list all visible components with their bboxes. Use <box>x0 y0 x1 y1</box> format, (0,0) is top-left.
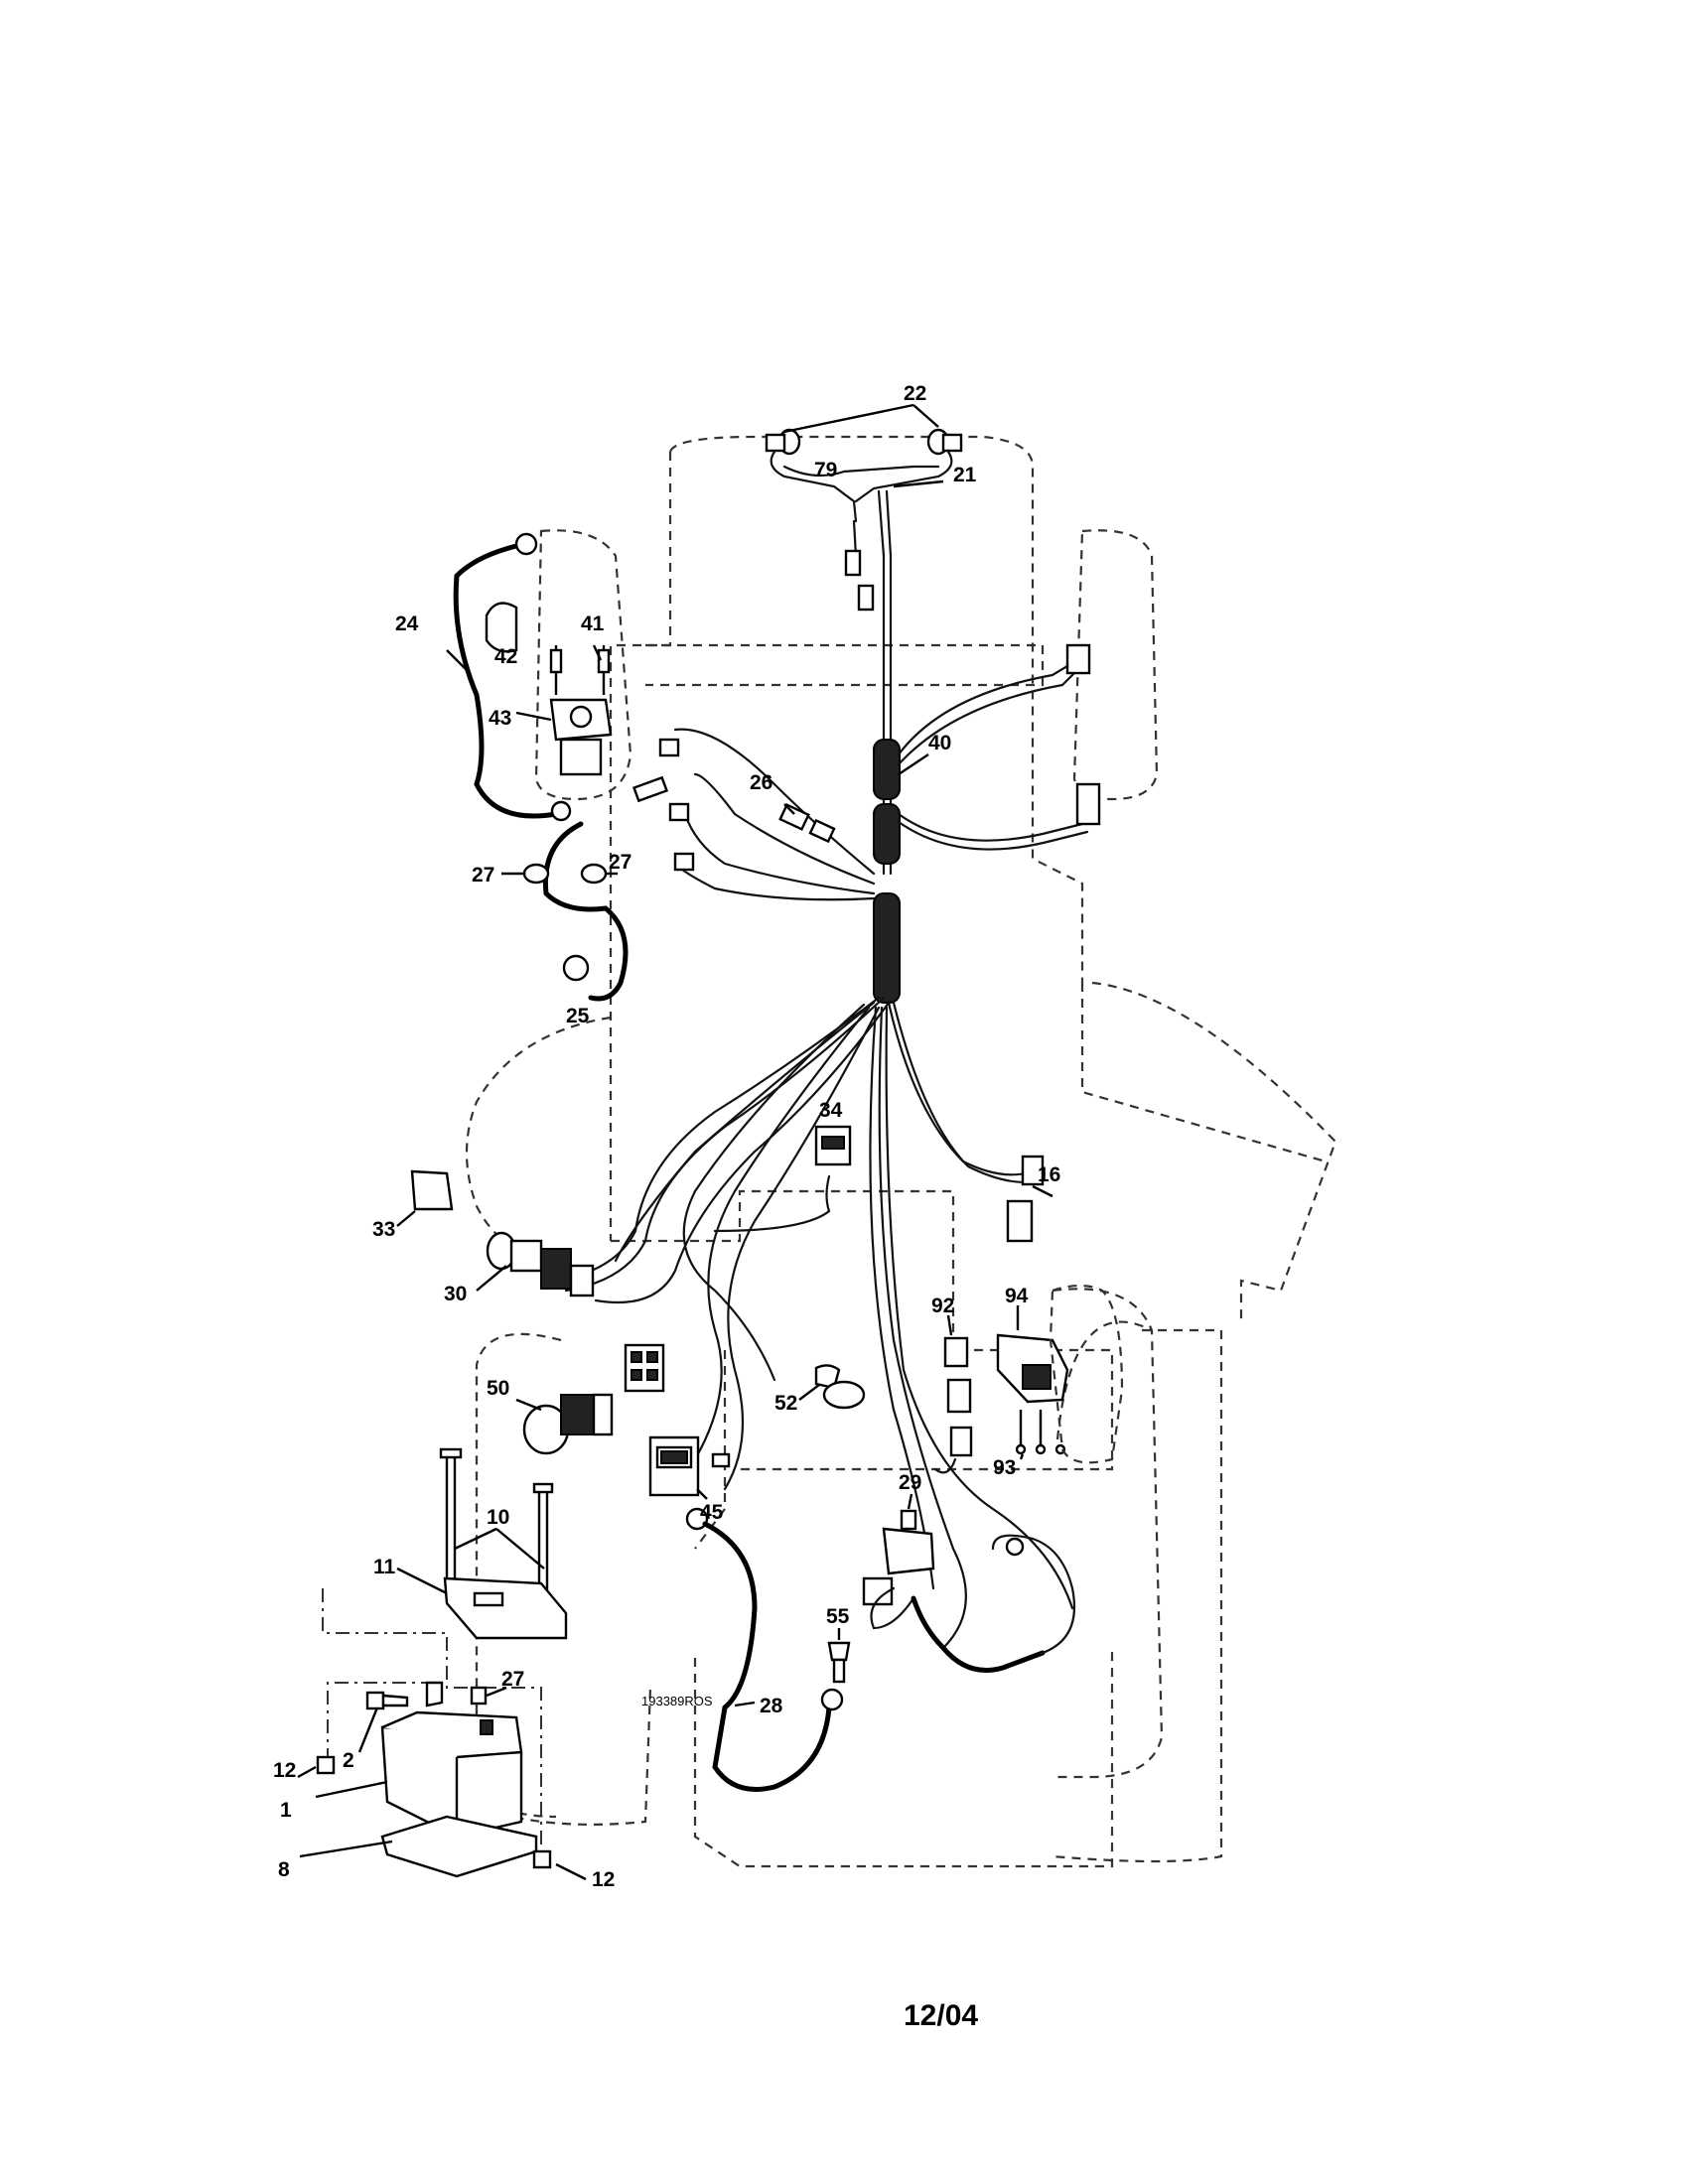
main-harness <box>554 489 1089 1650</box>
callout-12-a: 12 <box>273 1759 296 1782</box>
callout-25: 25 <box>566 1005 590 1027</box>
callout-8: 8 <box>278 1858 290 1881</box>
connector-16 <box>1006 1155 1045 1243</box>
harness-clips <box>658 738 695 872</box>
pto-switch-50 <box>522 1393 614 1455</box>
coiled-cable <box>911 1595 1046 1673</box>
seat-outline <box>1049 1284 1124 1464</box>
callout-52: 52 <box>774 1392 797 1415</box>
regulator-33 <box>410 1169 454 1211</box>
callout-10: 10 <box>487 1506 509 1529</box>
callout-2: 2 <box>343 1749 354 1772</box>
relay-26 <box>778 803 836 844</box>
callout-27-a: 27 <box>472 864 494 887</box>
callout-28: 28 <box>760 1695 783 1717</box>
callout-42: 42 <box>494 645 517 668</box>
battery-assembly <box>316 1447 568 1878</box>
solenoid-assembly <box>453 532 669 1002</box>
callout-29: 29 <box>899 1471 921 1494</box>
seat-switch-group <box>933 1333 1069 1474</box>
callout-33: 33 <box>372 1218 395 1241</box>
bolt-55 <box>827 1641 851 1684</box>
callout-41: 41 <box>581 613 605 635</box>
callout-79: 79 <box>814 459 837 481</box>
callout-12-b: 12 <box>592 1868 615 1891</box>
callout-21: 21 <box>953 464 977 486</box>
ignition-switch-30 <box>486 1231 595 1297</box>
harness-wrap <box>873 739 901 1004</box>
ground-cable-28 <box>685 1507 844 1792</box>
callout-1: 1 <box>280 1799 292 1822</box>
connector-block <box>624 1343 665 1393</box>
lamp-52 <box>814 1364 866 1410</box>
callout-50: 50 <box>487 1377 509 1400</box>
rear-right-tire-outline <box>1052 1288 1164 1779</box>
right-front-connectors <box>1065 643 1101 826</box>
callout-16: 16 <box>1038 1163 1060 1186</box>
callout-27-c: 27 <box>501 1668 524 1691</box>
footer-date: 12/04 <box>904 1999 978 2032</box>
callout-92: 92 <box>931 1295 954 1317</box>
callout-24: 24 <box>395 613 419 635</box>
callout-55: 55 <box>826 1605 850 1628</box>
switch-34 <box>713 1125 852 1233</box>
callout-11: 11 <box>373 1556 396 1578</box>
headlight-assembly <box>765 428 963 612</box>
callout-26: 26 <box>750 771 772 794</box>
callout-43: 43 <box>489 707 511 730</box>
module-29 <box>862 1509 935 1630</box>
callout-labels: 22 79 21 24 41 42 43 40 26 27 27 25 34 1… <box>273 382 1060 1891</box>
callout-40: 40 <box>928 732 951 754</box>
callout-94: 94 <box>1005 1285 1029 1307</box>
callout-93: 93 <box>993 1456 1016 1479</box>
callout-30: 30 <box>444 1283 467 1305</box>
rod-path <box>322 1588 542 1861</box>
callout-45: 45 <box>700 1501 724 1524</box>
callout-22: 22 <box>904 382 926 405</box>
front-left-tire-outline <box>534 529 632 801</box>
callout-34: 34 <box>819 1099 843 1122</box>
drawing-code: 193389ROS <box>641 1694 713 1708</box>
hour-meter-45 <box>648 1435 731 1497</box>
callout-27-b: 27 <box>609 851 632 874</box>
